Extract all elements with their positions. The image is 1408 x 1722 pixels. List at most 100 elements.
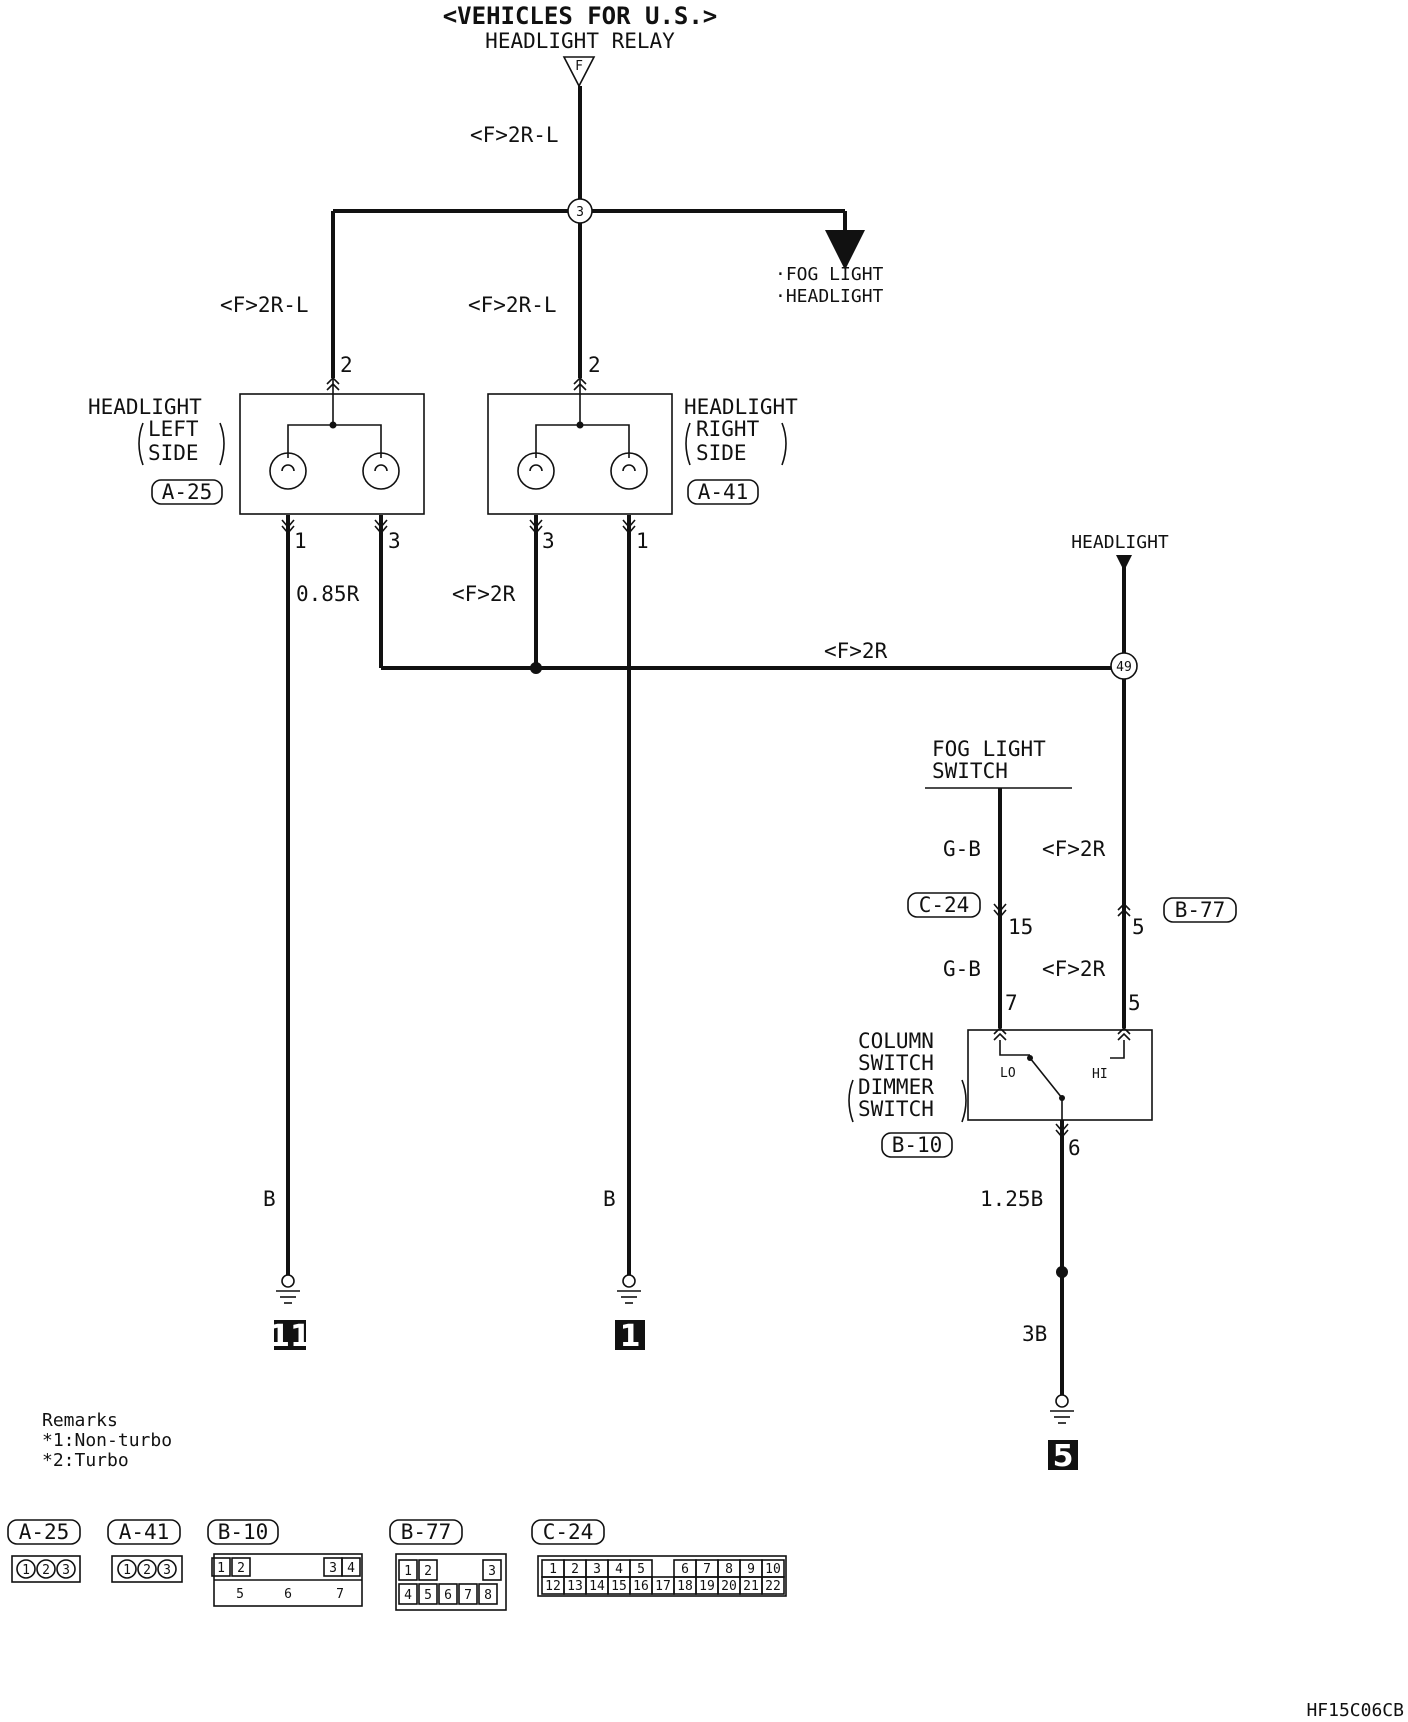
- connector-pin-cell: [398, 1583, 418, 1605]
- connector-pin: 4: [615, 1562, 623, 1577]
- bulb-icon: [362, 452, 400, 490]
- wire-label: <F>2R: [824, 639, 888, 663]
- connector-pin: 3: [593, 1562, 601, 1577]
- connector-pin: 8: [484, 1588, 492, 1603]
- connector-pin: 18: [677, 1579, 693, 1594]
- connector-pin-cell: [478, 1583, 498, 1605]
- connector-pin: 2: [42, 1563, 50, 1578]
- connector-pin: 6: [681, 1562, 689, 1577]
- connector-c24-junction: C-24 15: [907, 892, 1033, 939]
- source-flag-label: F: [575, 59, 583, 74]
- connector-pin-cell: [398, 1559, 418, 1581]
- wire-label: G-B: [943, 957, 981, 981]
- pin-label: 2: [588, 353, 601, 377]
- wire-label: <F>2R: [452, 582, 516, 606]
- component-label: SWITCH: [858, 1051, 934, 1075]
- connector-pin: 17: [655, 1579, 671, 1594]
- connector-pin-cell: [341, 1557, 361, 1577]
- figure-code: HF15C06CB: [1306, 1700, 1404, 1721]
- pin-label: 5: [1132, 915, 1145, 939]
- connector-pin-cell: [157, 1559, 177, 1579]
- connector-pin: 14: [589, 1579, 605, 1594]
- connector-pin: 3: [62, 1563, 70, 1578]
- connector-pin: 1: [22, 1563, 30, 1578]
- svg-text:A-25: A-25: [19, 1520, 70, 1544]
- switch-position-hi: HI: [1092, 1067, 1108, 1082]
- connector-pin: 20: [721, 1579, 737, 1594]
- component-label: HEADLIGHT: [684, 395, 798, 419]
- pin-label: 2: [340, 353, 353, 377]
- svg-text:1: 1: [620, 1319, 641, 1354]
- connector-pin: 2: [424, 1564, 432, 1579]
- component-label: HEADLIGHT: [88, 395, 202, 419]
- pin-label: 7: [1005, 991, 1018, 1015]
- connector-pin-cell: [231, 1557, 251, 1577]
- svg-text:5: 5: [1053, 1439, 1074, 1474]
- ground-1: 1: [615, 1274, 645, 1354]
- switch-position-lo: LO: [1000, 1066, 1016, 1081]
- pin-label: 5: [1128, 991, 1141, 1015]
- connector-pin: 1: [404, 1564, 412, 1579]
- connector-pin: 6: [284, 1587, 292, 1602]
- connector-pin-cell: [56, 1559, 76, 1579]
- svg-text:*1:Non-turbo: *1:Non-turbo: [42, 1430, 172, 1451]
- left-headlight: 2 1 3 HEADLIGHT LEFT SIDE A-25: [88, 353, 425, 553]
- remarks: Remarks *1:Non-turbo *2:Turbo: [42, 1410, 172, 1471]
- pin-label: 3: [542, 529, 555, 553]
- connector-pin: 10: [765, 1562, 781, 1577]
- connector-pin-cell: [482, 1559, 502, 1581]
- component-label: SWITCH: [858, 1097, 934, 1121]
- connector-pin-cell: [137, 1559, 157, 1579]
- svg-text:11: 11: [269, 1319, 311, 1354]
- connector-pin: 3: [488, 1564, 496, 1579]
- component-label: LEFT: [148, 417, 199, 441]
- junction-dot: [530, 662, 542, 674]
- connector-pin-cell: [458, 1583, 478, 1605]
- wire-label: 3B: [1022, 1322, 1047, 1346]
- bulb-icon: [517, 452, 555, 490]
- connector-pin: 7: [336, 1587, 344, 1602]
- outgoing-label: ·HEADLIGHT: [775, 286, 884, 307]
- connector-pin: 2: [571, 1562, 579, 1577]
- wire-label: 1.25B: [980, 1187, 1043, 1211]
- connector-code: A-25: [162, 480, 213, 504]
- svg-text:A-41: A-41: [119, 1520, 170, 1544]
- incoming-arrow-icon: [1116, 555, 1132, 571]
- wire-label: <F>2R-L: [470, 123, 559, 147]
- connector-pin: 1: [123, 1563, 131, 1578]
- connector-pin-cell: [211, 1557, 231, 1577]
- connector-pin: 5: [236, 1587, 244, 1602]
- svg-text:C-24: C-24: [919, 893, 970, 917]
- wire-label: <F>2R-L: [220, 293, 309, 317]
- svg-text:49: 49: [1116, 660, 1132, 675]
- component-label: RIGHT: [696, 417, 760, 441]
- connector-pin-cell: [438, 1583, 458, 1605]
- connector-pin-cell: [418, 1583, 438, 1605]
- bulb-icon: [269, 452, 307, 490]
- connector-pin-cell: [418, 1559, 438, 1581]
- pin-label: 1: [636, 529, 649, 553]
- connector-pin: 16: [633, 1579, 649, 1594]
- connector-pin: 22: [765, 1579, 781, 1594]
- connector-pin: 7: [703, 1562, 711, 1577]
- svg-text:B-10: B-10: [218, 1520, 269, 1544]
- wire-label: B: [263, 1187, 276, 1211]
- component-label: SWITCH: [932, 759, 1008, 783]
- connector-pin: 15: [611, 1579, 627, 1594]
- ground-5: 5: [1048, 1394, 1078, 1474]
- splice-3: 3: [567, 198, 593, 224]
- connector-pin: 8: [725, 1562, 733, 1577]
- connector-pin: 2: [143, 1563, 151, 1578]
- svg-text:B-77: B-77: [1175, 898, 1226, 922]
- page-title: <VEHICLES FOR U.S.>: [443, 2, 718, 30]
- component-label: SIDE: [696, 441, 747, 465]
- connector-pin: 12: [545, 1579, 561, 1594]
- component-label: SIDE: [148, 441, 199, 465]
- svg-text:*2:Turbo: *2:Turbo: [42, 1450, 129, 1471]
- connector-pin: 1: [549, 1562, 557, 1577]
- junction-dot: [1056, 1266, 1068, 1278]
